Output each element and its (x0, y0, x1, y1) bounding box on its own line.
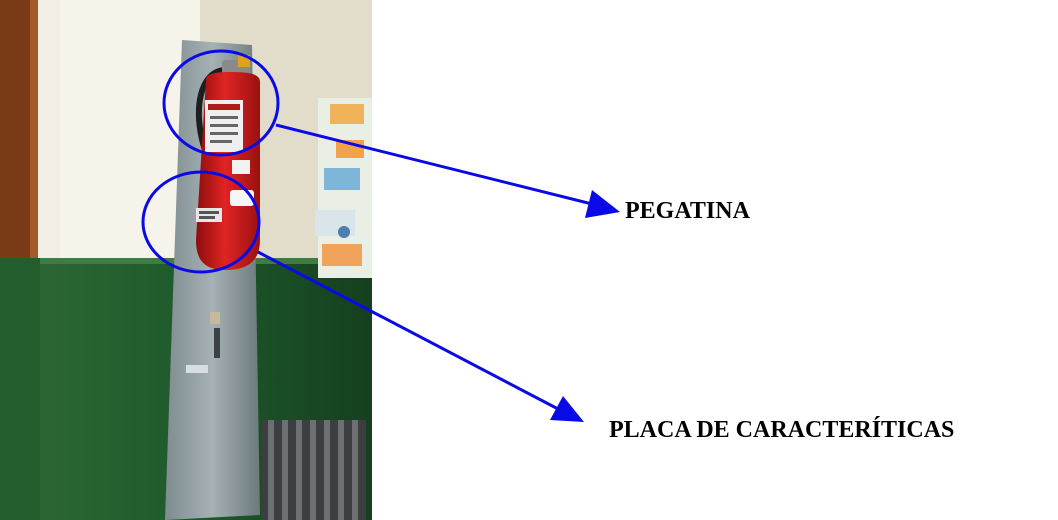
placa-label: PLACA DE CARACTERÍTICAS (609, 417, 955, 443)
placa-arrowhead (550, 396, 584, 422)
pegatina-label: PEGATINA (625, 198, 750, 224)
fire-extinguisher (195, 55, 260, 270)
radiator (262, 420, 366, 520)
extinguisher-photo (0, 0, 372, 520)
wooden-door-frame (0, 0, 38, 262)
pegatina-arrowhead (585, 190, 620, 218)
wall-poster (315, 98, 372, 278)
